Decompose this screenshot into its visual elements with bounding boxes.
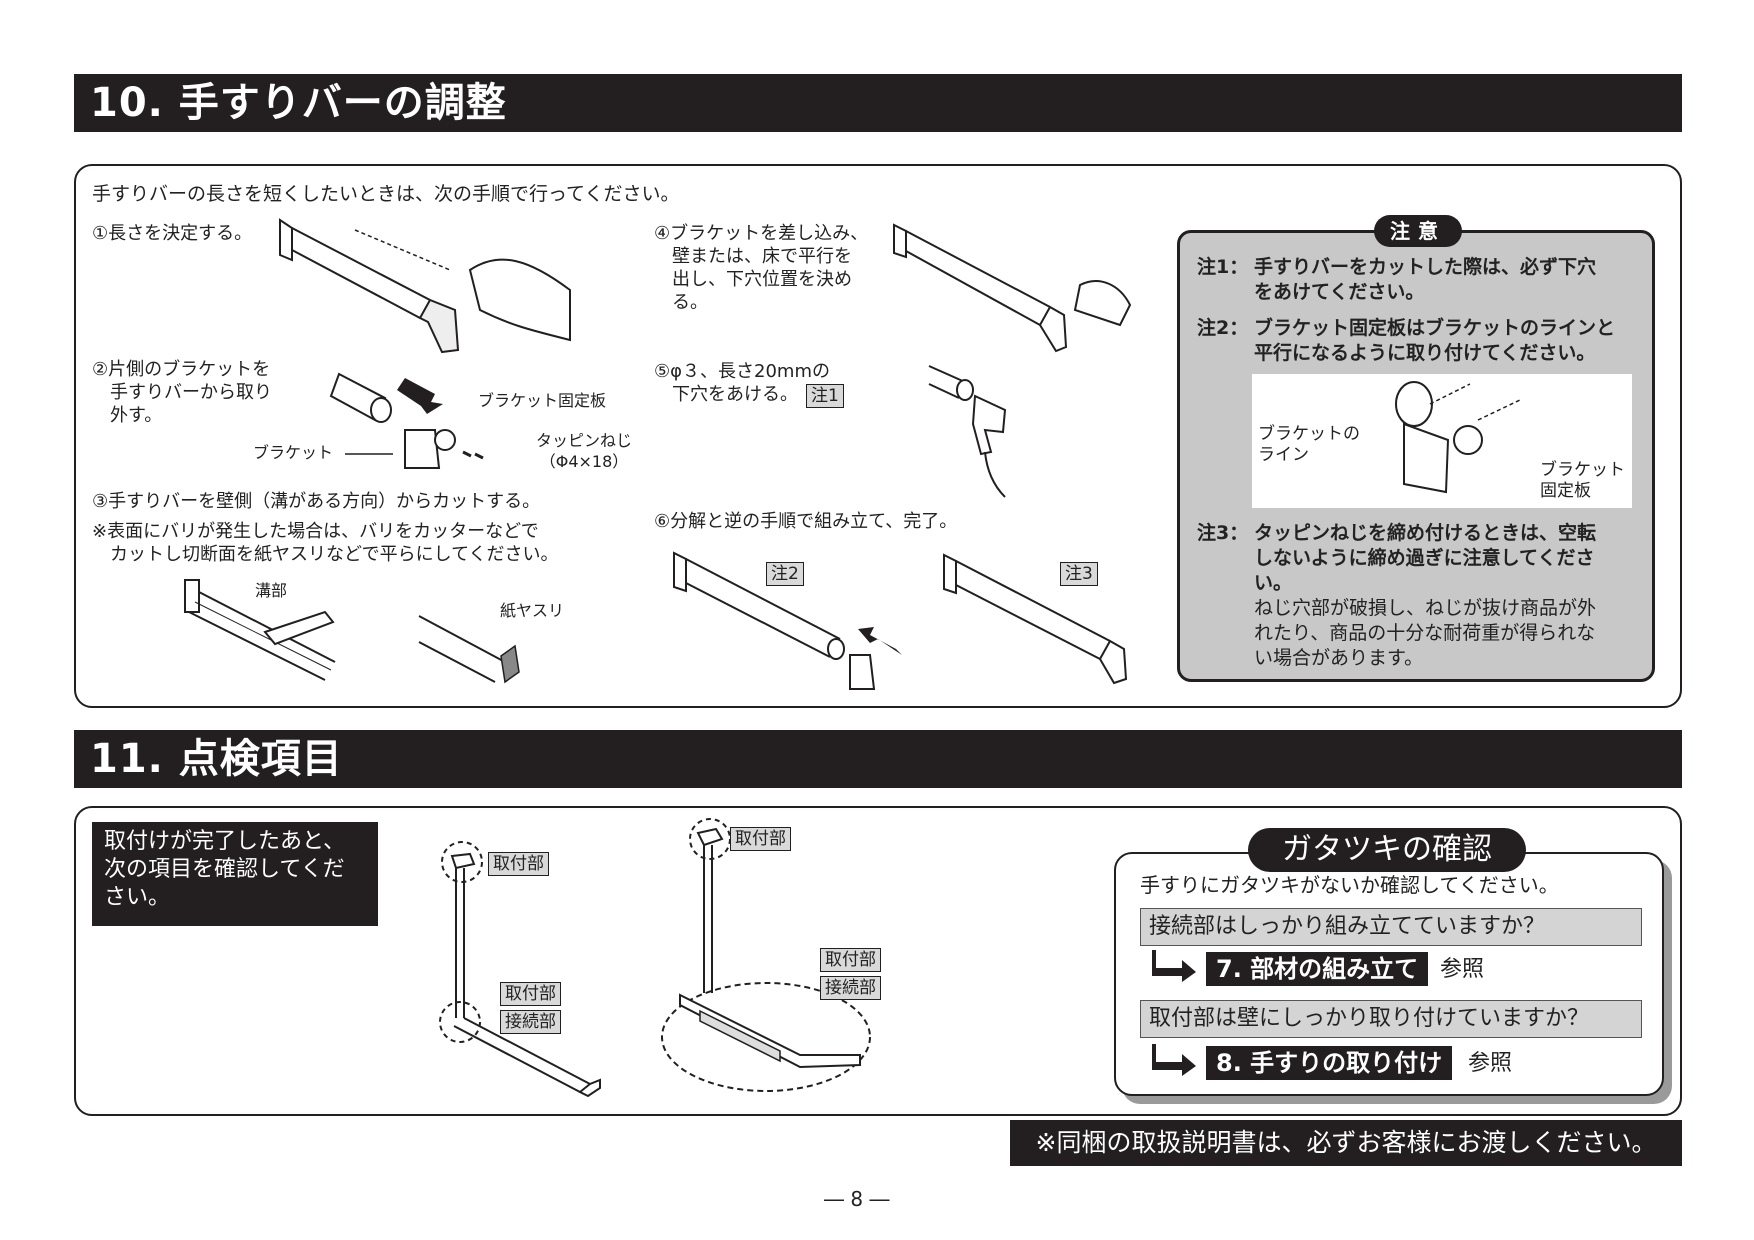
section11-intro: 取付けが完了したあと、 次の項目を確認してくだ さい。 [92,822,378,926]
step5-note-tag: 注1 [806,384,844,408]
section10-title: 10. 手すりバーの調整 [74,74,1682,132]
ref-assembly-suffix: 参照 [1440,957,1485,982]
fig-l-handrail [439,841,601,1098]
tag-mount-c: 取付部 [730,827,791,851]
note3-tag: 注3 [1060,562,1098,586]
note2-label: 注2： [1197,317,1249,339]
tag-mount-d: 取付部 [820,948,881,972]
fig-step5-drill [928,365,1007,498]
fig-plate-label: ブラケット 固定板 [1540,460,1625,501]
tag-joint-b: 接続部 [500,1010,561,1034]
tag-mount-a: 取付部 [488,852,549,876]
fig-step6-complete [943,553,1128,685]
step4-text: ④ブラケットを差し込み、 壁または、床で平行を 出し、下穴位置を決め る。 [654,223,869,313]
gatatsuki-intro: 手すりにガタツキがないか確認してください。 [1140,873,1559,897]
note1-text: 手すりバーをカットした際は、必ず下穴 をあけてください。 [1254,256,1597,303]
note3-label: 注3： [1197,522,1249,544]
note1-label: 注1： [1197,256,1249,278]
fig-step3-sandpaper [418,615,520,684]
section11-title: 11. 点検項目 [74,730,1682,788]
question-joint: 接続部はしっかり組み立てていますか？ [1140,908,1642,946]
ref-assembly[interactable]: 7. 部材の組み立て [1206,952,1429,986]
fig-step3-cut [184,579,336,681]
note2-text: ブラケット固定板はブラケットのラインと 平行になるように取り付けてください。 [1254,317,1616,364]
question-mount: 取付部は壁にしっかり取り付けていますか？ [1140,1000,1642,1038]
label-tapping-screw: タッピンねじ （Φ4×18） [536,431,633,471]
section10-intro: 手すりバーの長さを短くしたいときは、次の手順で行ってください。 [92,183,680,205]
fig-vertical-handrail [661,818,871,1092]
label-bracket: ブラケット [253,443,334,462]
label-groove: 溝部 [255,581,288,600]
fig-step1-handrail [279,218,571,354]
note3-bold-text: タッピンねじを締め付けるときは、空転 しないように締め過ぎに注意してくださ い。 [1254,522,1597,594]
arrow-icon-2 [1152,1044,1196,1076]
ref-installation[interactable]: 8. 手すりの取り付け [1206,1046,1453,1080]
step2-text: ②片側のブラケットを 手すりバーから取り 外す。 [92,359,272,426]
fig-step4-drill-mark [893,223,1132,353]
step3-text: ③手すりバーを壁側（溝がある方向）からカットする。 [92,491,541,512]
label-bracket-plate: ブラケット固定板 [478,391,607,410]
note3-text: ねじ穴部が破損し、ねじが抜け商品が外 れたり、商品の十分な耐荷重が得られな い場… [1254,597,1597,669]
label-sandpaper: 紙ヤスリ [500,601,565,620]
step3-note: ※表面にバリが発生した場合は、バリをカッターなどで カットし切断面を紙ヤスリなど… [92,521,559,565]
step1-text: ①長さを決定する。 [92,223,253,244]
tag-mount-b: 取付部 [500,982,561,1006]
fig-line-label: ブラケットの ライン [1258,424,1360,465]
footer-notice: ※同梱の取扱説明書は、必ずお客様にお渡しください。 [1010,1120,1682,1166]
page-number: ― 8 ― [824,1187,890,1211]
fig-step2-bracket [329,372,484,469]
leader-bracket [345,453,393,455]
arrow-icon-1 [1152,950,1196,982]
fig-step6-assemble [673,551,902,690]
tag-joint-d: 接続部 [820,976,881,1000]
step6-text: ⑥分解と逆の手順で組み立て、完了。 [654,511,958,532]
ref-installation-suffix: 参照 [1468,1051,1513,1076]
gatatsuki-header: ガタツキの確認 [1248,828,1526,872]
caution-header: 注意 [1374,215,1462,247]
step5-text: ⑤φ３、長さ20mmの 下穴をあける。 [654,361,830,405]
fig-bracket-line [1395,381,1521,494]
note2-tag: 注2 [766,562,804,586]
